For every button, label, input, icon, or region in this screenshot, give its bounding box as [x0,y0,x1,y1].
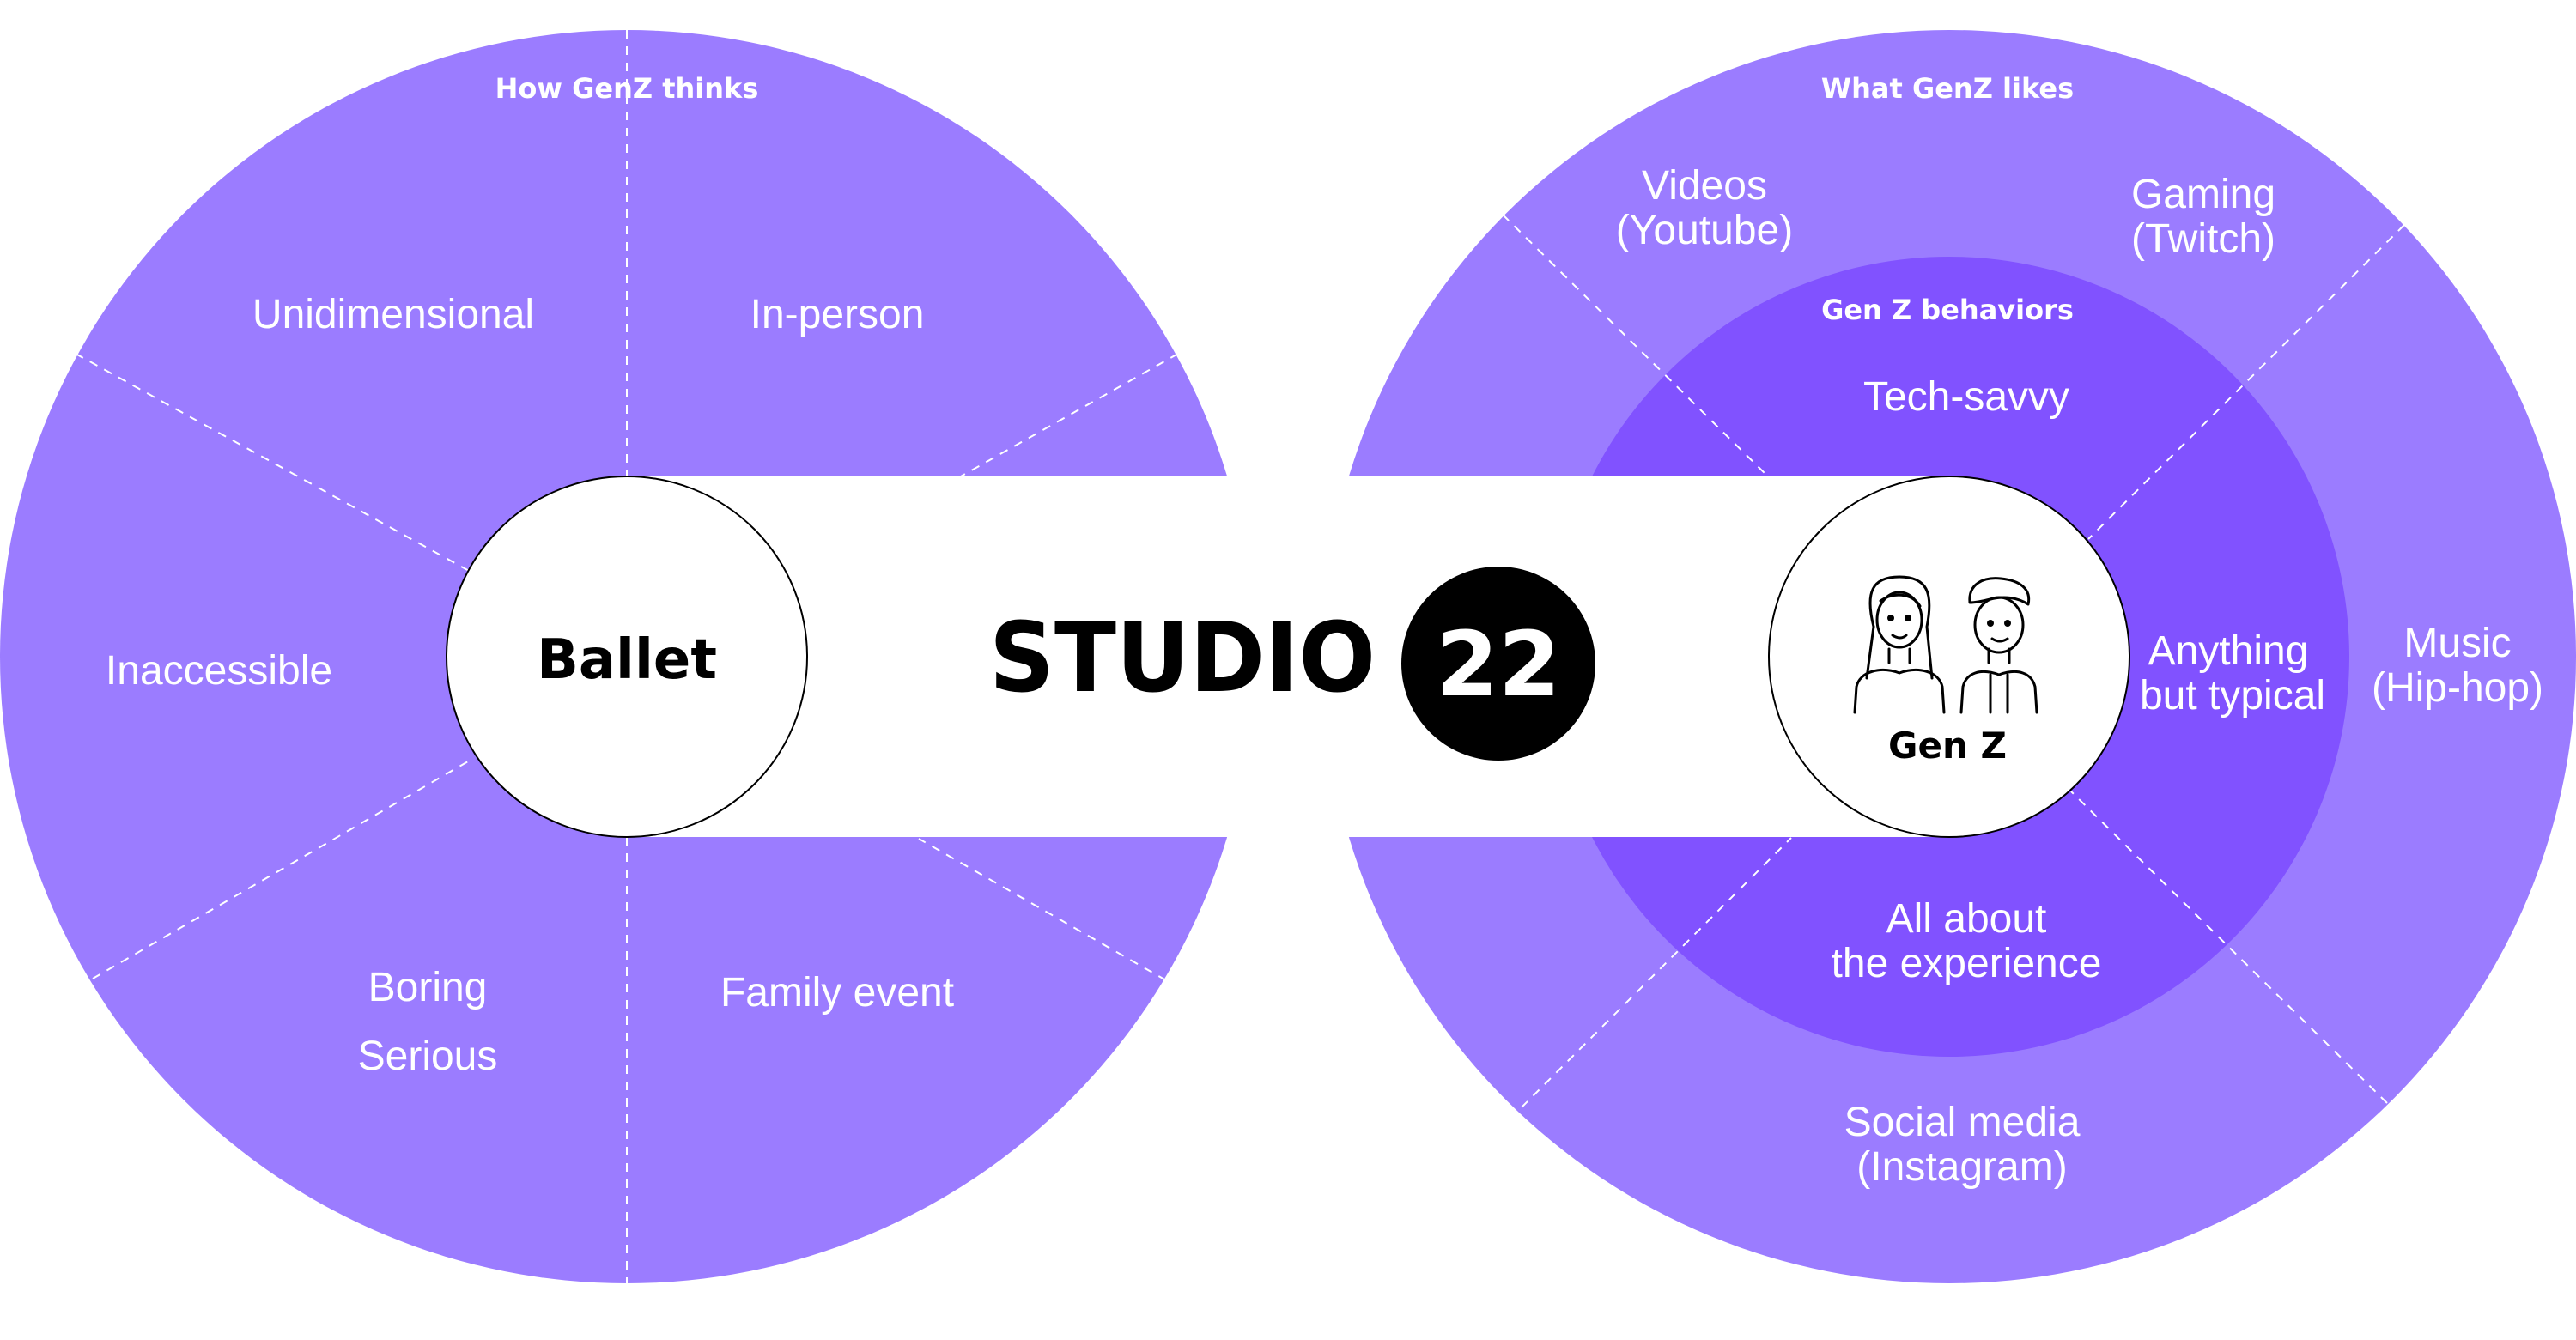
connector-band [627,476,1949,837]
right-wheel-heading: What GenZ likes [1821,72,2074,105]
left-divider-upper-left [75,353,471,573]
segment-gaming: Gaming [2131,172,2275,217]
segment-social-media: Social media [1844,1100,2081,1145]
behavior-all-about: All about [1886,896,2047,942]
segment-boring: Boring [368,965,488,1010]
segment-instagram: (Instagram) [1856,1144,2067,1190]
left-divider-upper-right [952,353,1179,482]
segment-unidimensional: Unidimensional [252,292,534,337]
segment-hip-hop: (Hip-hop) [2372,665,2543,711]
left-divider-lower-left [92,757,475,979]
behavior-but-typical: but typical [2140,673,2325,719]
behavior-the-experience: the experience [1832,941,2102,986]
ballet-node-circle [446,476,808,838]
segment-inaccessible: Inaccessible [106,648,332,694]
segment-twitch: (Twitch) [2131,216,2275,262]
ballet-node: Ballet [446,476,808,838]
segment-family-event: Family event [720,970,954,1016]
inner-ring-heading: Gen Z behaviors [1821,294,2074,326]
segment-in-person: In-person [750,292,925,337]
segment-music: Music [2403,621,2511,666]
gen-z-node: Gen Z [1768,476,2130,838]
segment-videos: Videos [1642,163,1767,209]
logo-word: STUDIO [989,603,1376,714]
logo-number: 22 [1437,612,1561,717]
ballet-label: Ballet [537,628,717,692]
segment-serious: Serious [358,1034,498,1079]
behavior-tech-savvy: Tech-savvy [1863,374,2069,420]
segment-youtube: (Youtube) [1616,208,1793,253]
gen-z-people-icon [1853,575,2038,714]
gen-z-node-circle [1768,476,2130,838]
right-divider-lower-left [1521,837,1792,1108]
behavior-anything: Anything [2148,628,2309,674]
logo-badge [1401,567,1595,761]
left-wheel-heading: How GenZ thinks [495,72,759,105]
right-divider-upper-left [1502,214,1770,478]
gen-z-label: Gen Z [1888,725,2007,767]
studio-22-logo: STUDIO 22 [989,567,1595,761]
